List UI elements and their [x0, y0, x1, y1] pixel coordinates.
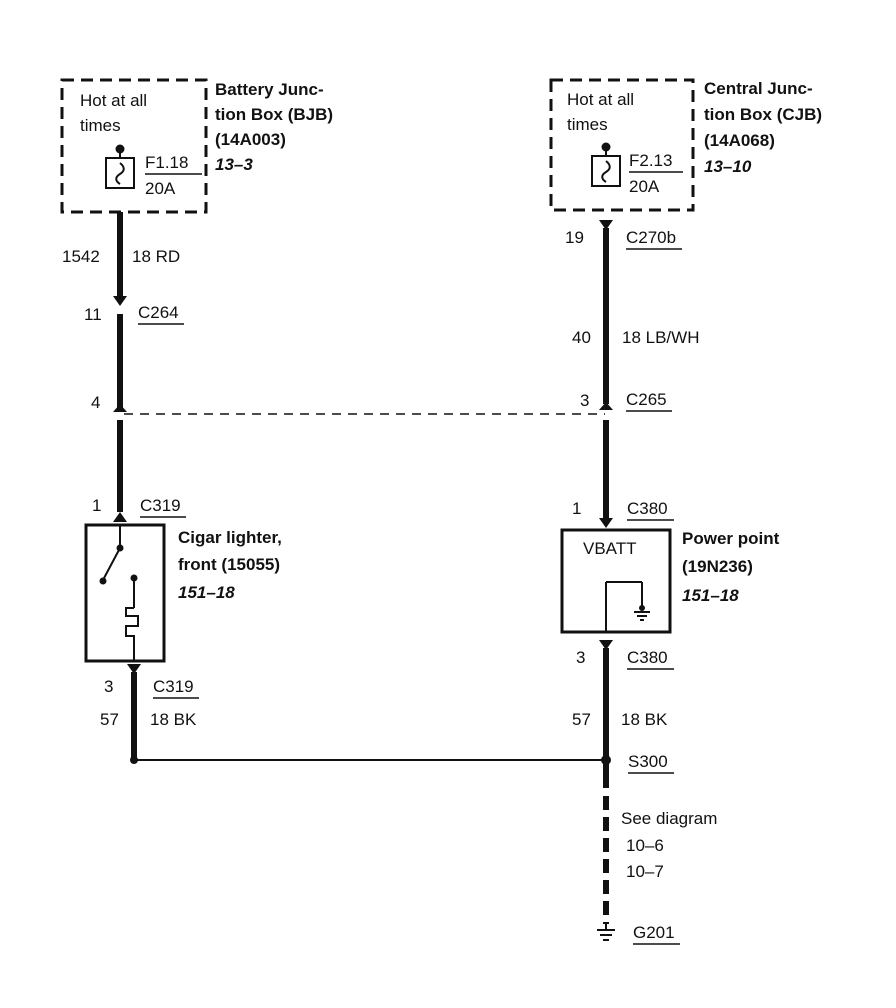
cigar-lighter-title-line1: Cigar lighter,	[178, 528, 282, 547]
c319-bottom-arrow-icon	[127, 664, 141, 674]
g201-label: G201	[633, 923, 675, 942]
fuse-icon	[591, 142, 621, 187]
c319-bottom-pin: 3	[104, 677, 113, 696]
cjb-box	[549, 78, 695, 212]
ground-icon	[597, 924, 615, 941]
c264-pin: 11	[84, 305, 102, 324]
switch-icon	[99, 525, 138, 608]
c380-bottom-label: C380	[627, 648, 668, 667]
s300-splice-dot	[601, 755, 611, 765]
bjb-part-number: (14A003)	[215, 130, 286, 149]
c265-pin: 3	[580, 391, 589, 410]
bjb-hot-line1: Hot at all	[80, 91, 147, 110]
c265-arrow-icon	[599, 402, 613, 410]
cjb-hot-line1: Hot at all	[567, 90, 634, 109]
cjb-fuse-amps: 20A	[629, 177, 660, 196]
c270b-arrow-icon	[599, 220, 613, 230]
power-point-group: VBATT Power point (19N236) 151–18	[560, 528, 780, 634]
c270b-label: C270b	[626, 228, 676, 247]
c380-top-pin: 1	[572, 499, 581, 518]
c380-bottom-pin: 3	[576, 648, 585, 667]
cjb-title-line1: Central Junc-	[704, 79, 813, 98]
bjb-fuse-id: F1.18	[145, 153, 188, 172]
c264-label: C264	[138, 303, 179, 322]
bjb-box	[60, 78, 208, 214]
bjb-group: Hot at all times F1.18 20A Battery Junc-…	[60, 78, 333, 214]
left-wire-color: 18 RD	[132, 247, 180, 266]
heating-element-icon	[125, 607, 139, 661]
see-diagram-label: See diagram	[621, 809, 717, 828]
left-circuit-number: 1542	[62, 247, 100, 266]
right-ground-wire-color: 18 BK	[621, 710, 668, 729]
cjb-ref: 13–10	[704, 157, 752, 176]
cigar-lighter-title-line2: front (15055)	[178, 555, 280, 574]
cjb-title-line2: tion Box (CJB)	[704, 105, 822, 124]
bjb-title-line2: tion Box (BJB)	[215, 105, 333, 124]
bjb-fuse-amps: 20A	[145, 179, 176, 198]
c380-top-arrow-icon	[599, 518, 613, 528]
see-diagram-ref1: 10–6	[626, 836, 664, 855]
cigar-lighter-ref: 151–18	[178, 583, 235, 602]
power-point-label: VBATT	[583, 539, 637, 558]
s300-label: S300	[628, 752, 668, 771]
cigar-lighter-box	[84, 523, 166, 663]
cjb-group: Hot at all times F2.13 20A Central Junc-…	[549, 78, 822, 212]
see-diagram-ref2: 10–7	[626, 862, 664, 881]
c270b-pin: 19	[565, 228, 584, 247]
right-wire-color: 18 LB/WH	[622, 328, 699, 347]
bjb-ref: 13–3	[215, 155, 253, 174]
left-ground-wire-color: 18 BK	[150, 710, 197, 729]
left-ground-circuit: 57	[100, 710, 119, 729]
bjb-title-line1: Battery Junc-	[215, 80, 324, 99]
cjb-fuse-id: F2.13	[629, 151, 672, 170]
bjb-hot-line2: times	[80, 116, 121, 135]
c380-bottom-arrow-icon	[599, 640, 613, 650]
right-circuit-number: 40	[572, 328, 591, 347]
power-point-title-line1: Power point	[682, 529, 780, 548]
c265-label: C265	[626, 390, 667, 409]
cjb-part-number: (14A068)	[704, 131, 775, 150]
right-ground-circuit: 57	[572, 710, 591, 729]
c319-bottom-label: C319	[153, 677, 194, 696]
cigar-lighter-group: Cigar lighter, front (15055) 151–18	[84, 523, 282, 663]
fuse-icon	[105, 144, 135, 189]
c264-arrow-icon	[113, 296, 127, 306]
splice-arrow-icon	[113, 404, 127, 412]
c319-top-pin: 1	[92, 496, 101, 515]
ground-icon	[634, 605, 650, 621]
power-point-title-line2: (19N236)	[682, 557, 753, 576]
power-point-ref: 151–18	[682, 586, 739, 605]
c319-top-label: C319	[140, 496, 181, 515]
cjb-hot-line2: times	[567, 115, 608, 134]
c380-top-label: C380	[627, 499, 668, 518]
c319-top-arrow-icon	[113, 512, 127, 522]
left-splice-pin: 4	[91, 393, 100, 412]
